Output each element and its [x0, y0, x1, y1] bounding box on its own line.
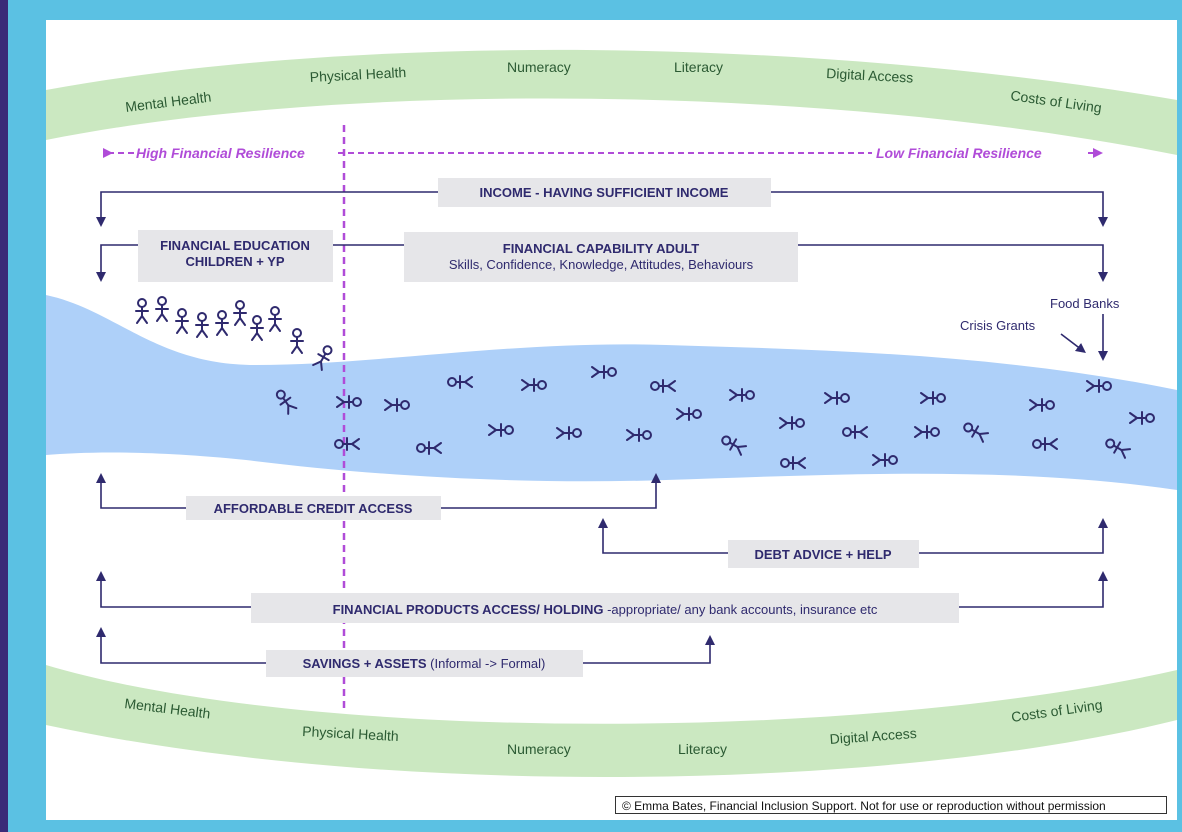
top-band-numeracy: Numeracy: [507, 59, 571, 75]
bottom-band: [46, 665, 1177, 778]
savings-assets-bold: SAVINGS + ASSETS: [303, 656, 427, 671]
financial-products-box: [251, 593, 959, 623]
diagram-canvas: Mental Health Physical Health Numeracy L…: [46, 20, 1177, 820]
debt-advice-label: DEBT ADVICE + HELP: [754, 547, 891, 562]
crisis-grants-label: Crisis Grants: [960, 318, 1036, 333]
affordable-credit-box: [186, 496, 441, 520]
financial-education-line2: CHILDREN + YP: [185, 254, 284, 269]
top-band-literacy: Literacy: [674, 59, 723, 75]
bottom-band-numeracy: Numeracy: [507, 741, 571, 757]
financial-products-text: FINANCIAL PRODUCTS ACCESS/ HOLDING -appr…: [333, 602, 878, 617]
financial-capability-title: FINANCIAL CAPABILITY ADULT: [503, 241, 699, 256]
top-band-physical-health: Physical Health: [309, 64, 406, 85]
savings-assets-box: [266, 650, 583, 677]
top-band: [46, 49, 1177, 155]
financial-capability-subtitle: Skills, Confidence, Knowledge, Attitudes…: [449, 257, 754, 272]
income-box: [438, 178, 771, 207]
bottom-band-physical-health: Physical Health: [302, 723, 399, 744]
bottom-band-literacy: Literacy: [678, 741, 727, 757]
financial-products-rest: -appropriate/ any bank accounts, insuran…: [603, 602, 877, 617]
affordable-credit-label: AFFORDABLE CREDIT ACCESS: [214, 501, 413, 516]
diagram-svg: Mental Health Physical Health Numeracy L…: [46, 49, 1177, 778]
savings-assets-text: SAVINGS + ASSETS (Informal -> Formal): [303, 656, 546, 671]
river: [46, 295, 1177, 490]
financial-education-box: [138, 230, 333, 282]
frame-border: Mental Health Physical Health Numeracy L…: [8, 0, 1182, 832]
debt-advice-box: [728, 540, 919, 568]
copyright-notice: © Emma Bates, Financial Inclusion Suppor…: [615, 796, 1167, 814]
financial-capability-box: [404, 232, 798, 282]
top-band-digital-access: Digital Access: [826, 65, 914, 86]
high-resilience-label: High Financial Resilience: [136, 145, 305, 161]
financial-products-bold: FINANCIAL PRODUCTS ACCESS/ HOLDING: [333, 602, 604, 617]
low-resilience-label: Low Financial Resilience: [876, 145, 1042, 161]
savings-assets-rest: (Informal -> Formal): [427, 656, 546, 671]
financial-education-line1: FINANCIAL EDUCATION: [160, 238, 310, 253]
bottom-band-digital-access: Digital Access: [829, 725, 917, 747]
income-label: INCOME - HAVING SUFFICIENT INCOME: [480, 185, 729, 200]
food-banks-label: Food Banks: [1050, 296, 1120, 311]
